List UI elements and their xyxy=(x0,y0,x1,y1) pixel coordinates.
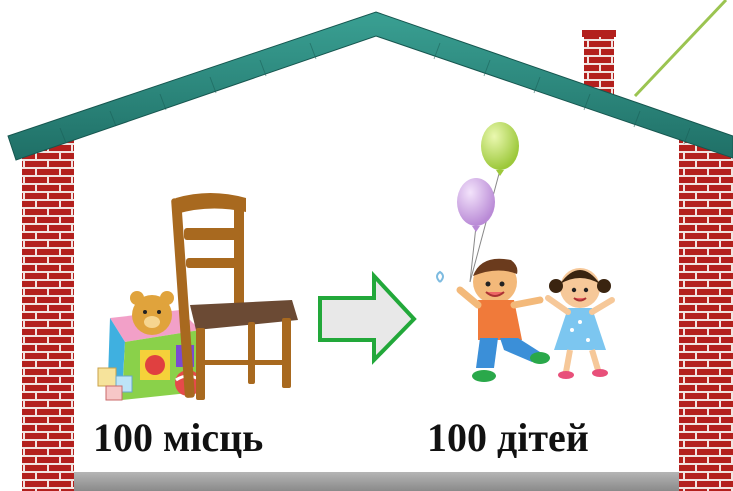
right-arrow xyxy=(318,270,417,365)
chair-picture xyxy=(171,193,298,400)
toy-box-picture xyxy=(97,291,201,401)
left-wall xyxy=(22,140,74,491)
floor xyxy=(74,472,679,491)
right-wall xyxy=(679,140,733,491)
roof xyxy=(7,11,733,161)
balloons-picture xyxy=(436,122,519,283)
children-label: 100 дітей xyxy=(427,415,589,460)
places-label: 100 місць xyxy=(93,415,264,460)
girl-picture xyxy=(545,268,615,379)
decor-line xyxy=(633,0,728,98)
boy-picture xyxy=(456,258,550,382)
